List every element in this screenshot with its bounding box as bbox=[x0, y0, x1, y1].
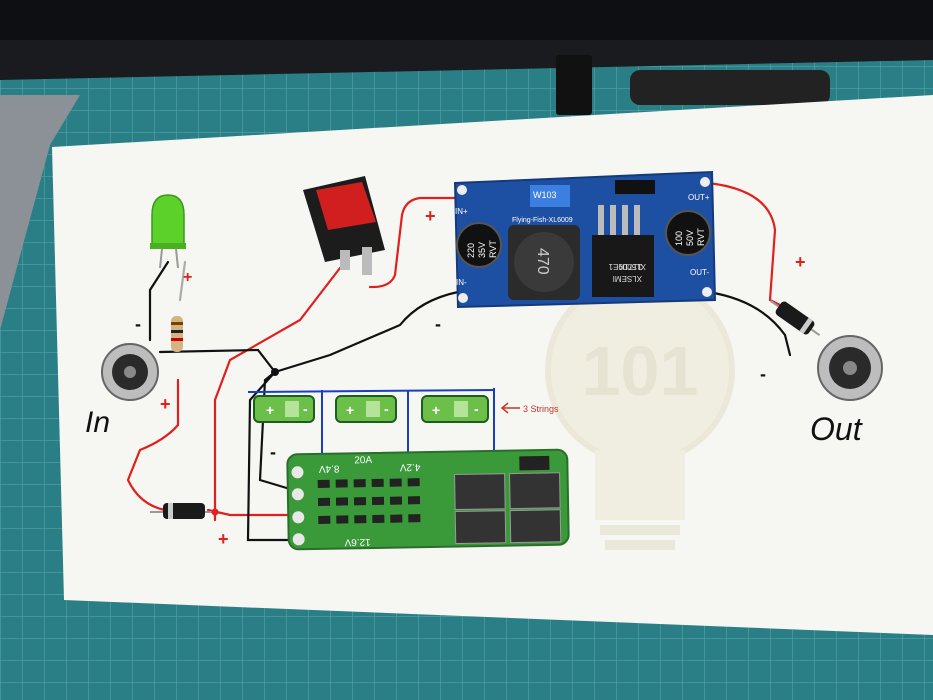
svg-text:220: 220 bbox=[466, 243, 476, 258]
bms-12v6-label: 12.6V bbox=[344, 536, 371, 547]
battery-cell-2: + - bbox=[335, 395, 397, 423]
diode-out bbox=[769, 299, 821, 337]
battery-cell-1: + - bbox=[253, 395, 315, 423]
metal-case bbox=[0, 95, 80, 330]
out-label: Out bbox=[810, 411, 863, 447]
xl6009-chip: XL6009E1 3171K XLSEMI bbox=[592, 205, 654, 297]
watermark-text: 101 bbox=[582, 332, 699, 410]
svg-text:-: - bbox=[760, 364, 766, 384]
inductor: 470 bbox=[508, 225, 580, 300]
black-object bbox=[556, 55, 592, 115]
svg-text:100: 100 bbox=[674, 231, 684, 246]
battery-cells: + - + - + - 3 Strings bbox=[253, 395, 559, 423]
svg-text:-: - bbox=[303, 401, 308, 417]
svg-text:-: - bbox=[474, 401, 479, 417]
junction-dot-red bbox=[211, 508, 219, 516]
potentiometer bbox=[530, 185, 570, 207]
resistor bbox=[171, 316, 183, 352]
boost-in-minus: IN- bbox=[456, 278, 467, 287]
boost-out-minus: OUT- bbox=[690, 268, 709, 277]
svg-text:XLSEMI: XLSEMI bbox=[613, 274, 642, 283]
svg-text:+: + bbox=[266, 402, 274, 418]
svg-text:RVT: RVT bbox=[696, 228, 706, 246]
svg-text:W103: W103 bbox=[533, 190, 557, 200]
boost-brand: Flying-Fish-XL6009 bbox=[512, 217, 573, 224]
svg-text:+: + bbox=[432, 402, 440, 418]
boost-in-plus: IN+ bbox=[455, 207, 468, 216]
arrow-icon bbox=[500, 402, 520, 414]
svg-text:-: - bbox=[384, 401, 389, 417]
green-led bbox=[150, 194, 186, 269]
svg-text:-: - bbox=[270, 442, 276, 462]
bms-current-label: 20A bbox=[354, 455, 372, 466]
svg-text:-: - bbox=[435, 314, 441, 334]
boost-out-plus: OUT+ bbox=[688, 193, 710, 202]
boost-converter-board: IN+ IN- OUT+ OUT- Flying-Fish-XL6009 W10… bbox=[453, 170, 717, 309]
diode-in bbox=[150, 503, 215, 519]
rocker-switch bbox=[303, 176, 385, 275]
bms-board: 8.4V 20A 4.2V 12.6V bbox=[286, 448, 570, 551]
in-label: In bbox=[85, 406, 110, 439]
svg-text:-: - bbox=[135, 314, 141, 334]
svg-text:470: 470 bbox=[534, 248, 551, 275]
svg-text:+: + bbox=[160, 394, 171, 414]
wires bbox=[126, 181, 802, 542]
svg-text:+: + bbox=[183, 269, 192, 286]
junction-dot bbox=[271, 368, 279, 376]
bms-4v2-label: 4.2V bbox=[399, 461, 420, 472]
capacitor-left: 220 35V RVT bbox=[456, 222, 502, 268]
svg-text:RVT: RVT bbox=[488, 240, 498, 258]
svg-text:50V: 50V bbox=[685, 230, 695, 246]
svg-text:+: + bbox=[795, 252, 806, 272]
svg-text:+: + bbox=[425, 206, 436, 226]
paper-sheet bbox=[52, 95, 933, 635]
polarity-marks: + - + + - + - - + bbox=[135, 206, 806, 549]
bms-8v4-label: 8.4V bbox=[318, 463, 339, 474]
strings-label: 3 Strings bbox=[523, 404, 559, 414]
dc-jack-out bbox=[817, 335, 883, 401]
svg-text:XL6009E1: XL6009E1 bbox=[608, 262, 646, 271]
dc-jack-in bbox=[101, 343, 159, 401]
svg-text:+: + bbox=[346, 402, 354, 418]
battery-cell-3: + - bbox=[421, 395, 489, 423]
svg-text:35V: 35V bbox=[477, 242, 487, 258]
svg-text:3171K: 3171K bbox=[618, 262, 642, 271]
svg-text:+: + bbox=[218, 529, 229, 549]
capacitor-right: 100 50V RVT bbox=[665, 210, 711, 256]
battery-string-lines bbox=[247, 388, 496, 455]
